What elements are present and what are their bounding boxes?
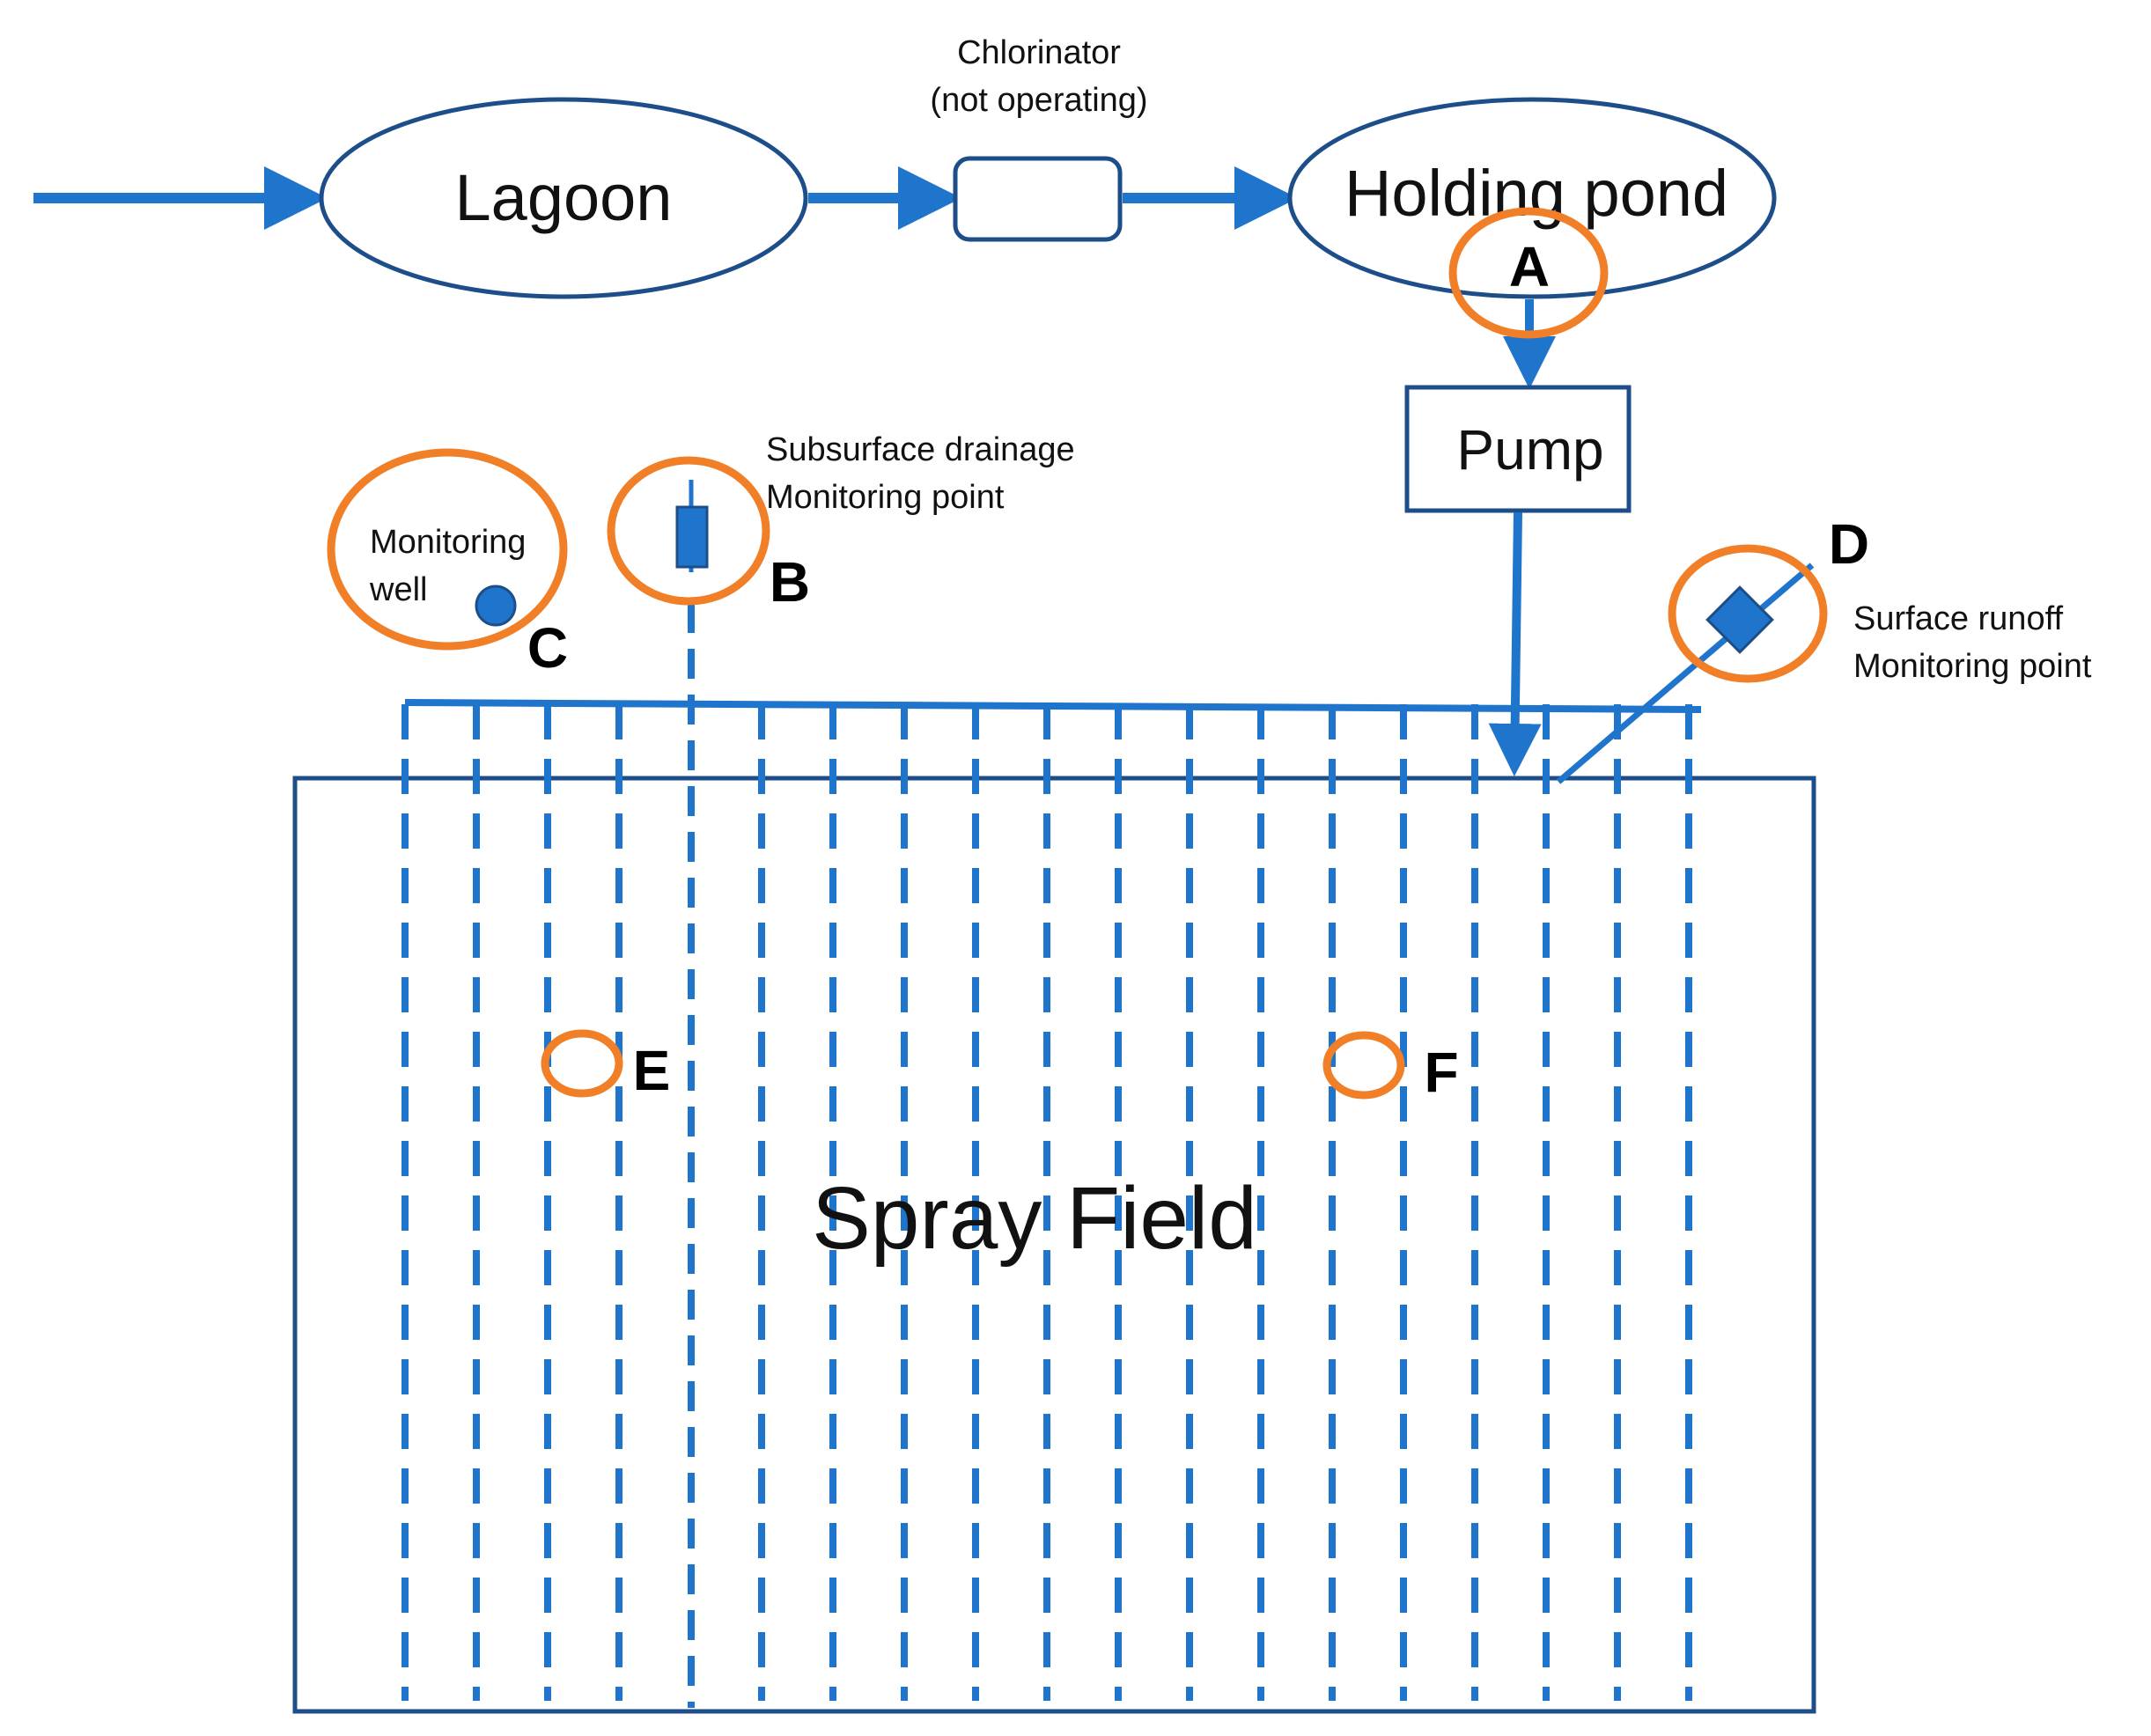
subsurface-monitor-device — [675, 505, 709, 569]
spray-field — [292, 776, 1816, 1714]
runoff-label-line2: Monitoring point — [1853, 648, 2092, 685]
lateral-drain-lines — [401, 704, 1692, 1701]
pump-to-field-arrow — [1488, 511, 1542, 776]
monitoring-well-icon — [475, 585, 517, 627]
runoff-label-line1: Surface runoff — [1853, 600, 2063, 637]
sample-point-a-marker — [1448, 207, 1609, 339]
runoff-monitor-device — [1705, 585, 1774, 654]
sample-point-b-label: B — [770, 550, 810, 614]
chlorinator-label-line1: Chlorinator — [957, 34, 1121, 71]
header-drain-pipe — [404, 699, 1702, 713]
surface-runoff-channel — [1556, 563, 1815, 784]
sample-point-d-label: D — [1829, 512, 1869, 576]
holding-pond-node — [1287, 97, 1777, 299]
chlorinator-label-line2: (not operating) — [930, 82, 1147, 119]
pump-label: Pump — [1456, 418, 1603, 482]
sample-point-c-label: C — [527, 616, 568, 680]
chlorinator-node — [953, 156, 1123, 242]
subsurface-label-line1: Subsurface drainage — [766, 431, 1075, 468]
monitoring-well-label-line1: Monitoring — [370, 524, 526, 561]
lagoon-node — [319, 97, 808, 299]
sample-point-b-marker — [607, 456, 770, 606]
sample-point-a-label: A — [1509, 235, 1550, 298]
sample-point-f-label: F — [1424, 1041, 1458, 1104]
sample-point-d-marker — [1668, 544, 1828, 683]
sample-point-c-marker — [327, 448, 568, 651]
spray-field-label: Spray Field — [812, 1169, 1257, 1268]
monitoring-well-label-line2: well — [369, 571, 427, 608]
holding-pond-label: Holding pond — [1344, 157, 1728, 230]
pump-node — [1404, 385, 1632, 513]
sample-point-e-label: E — [633, 1039, 671, 1102]
subsurface-label-line2: Monitoring point — [766, 479, 1005, 516]
sample-point-e-marker — [541, 1029, 623, 1098]
sample-point-f-marker — [1322, 1031, 1405, 1100]
lagoon-label: Lagoon — [455, 161, 673, 234]
